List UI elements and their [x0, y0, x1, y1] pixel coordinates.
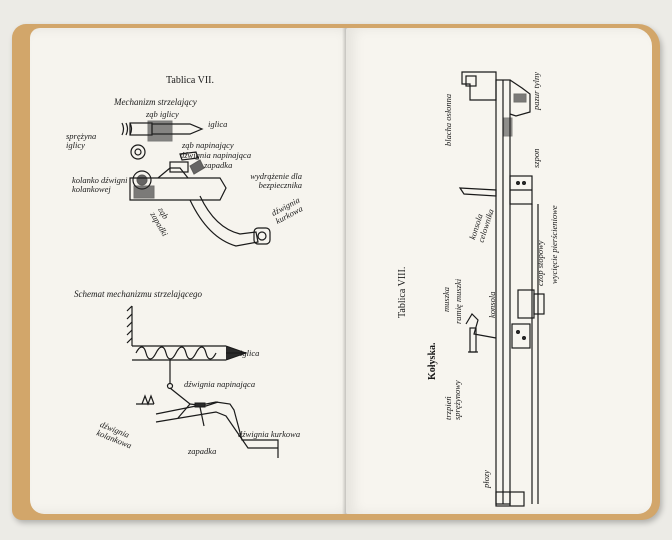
label-dzwignia-napinajaca-top: dźwignia napinająca — [180, 150, 252, 160]
label-wydrazenie: wydrążenie dla bezpiecznika — [250, 171, 302, 191]
label-iglica-bottom: iglica — [240, 348, 260, 358]
open-book: Tablica VII. Mechanizm strzelający — [12, 24, 660, 520]
label-zab-iglicy: ząb iglicy — [146, 109, 179, 119]
label-pazur-tylny: pazur tylny — [531, 71, 541, 110]
label-konsola: konsola — [487, 291, 497, 318]
plate-title-viii: Tablica VIII. — [397, 266, 408, 318]
label-iglica-top: iglica — [208, 119, 228, 129]
label-zapadka-top: zapadka — [204, 160, 233, 170]
cradle-drawing — [458, 71, 545, 507]
label-sprezyna-iglicy: sprężyna iglicy — [66, 131, 97, 150]
label-zab-napinajacy: ząb napinający — [182, 140, 234, 150]
label-czop-stopowy: czop stopowy — [535, 240, 545, 286]
label-kolanko-dzwigni: kolanko dźwigni kolankowej — [72, 175, 128, 195]
figure-caption-kolyska: Kołyska. — [427, 342, 438, 380]
firing-schematic — [126, 305, 279, 458]
right-page: blacha osłonna pazur tylny szpon konsola… — [346, 28, 652, 514]
label-wyciecie-pierscieniowe: wycięcie pierścieniowe — [549, 205, 559, 284]
firing-mechanism-drawing — [121, 120, 279, 458]
label-dzwignia-kurkowa-bottom: dźwignia kurkowa — [238, 429, 301, 439]
label-dzwignia-napinajaca-bottom: dźwignia napinająca — [184, 379, 256, 389]
left-page: Tablica VII. Mechanizm strzelający — [30, 28, 356, 514]
label-ramie-muszki: ramię muszki — [453, 278, 463, 324]
lower-figure-caption: Schemat mechanizmu strzelającego — [74, 289, 202, 299]
label-trzpien-sprezynowy: trzpień sprężynowy — [443, 380, 463, 420]
label-muszka: muszka — [441, 286, 451, 312]
label-plozy: płozy — [481, 470, 491, 488]
firing-pin-assembly — [121, 120, 204, 142]
label-sworzen: szpon — [531, 148, 541, 168]
label-blacha-oslonna: blacha osłonna — [443, 93, 453, 146]
upper-figure-caption: Mechanizm strzelający — [114, 97, 197, 107]
label-zapadka-bottom: zapadka — [188, 446, 217, 456]
plate-title-vii: Tablica VII. — [166, 75, 214, 86]
